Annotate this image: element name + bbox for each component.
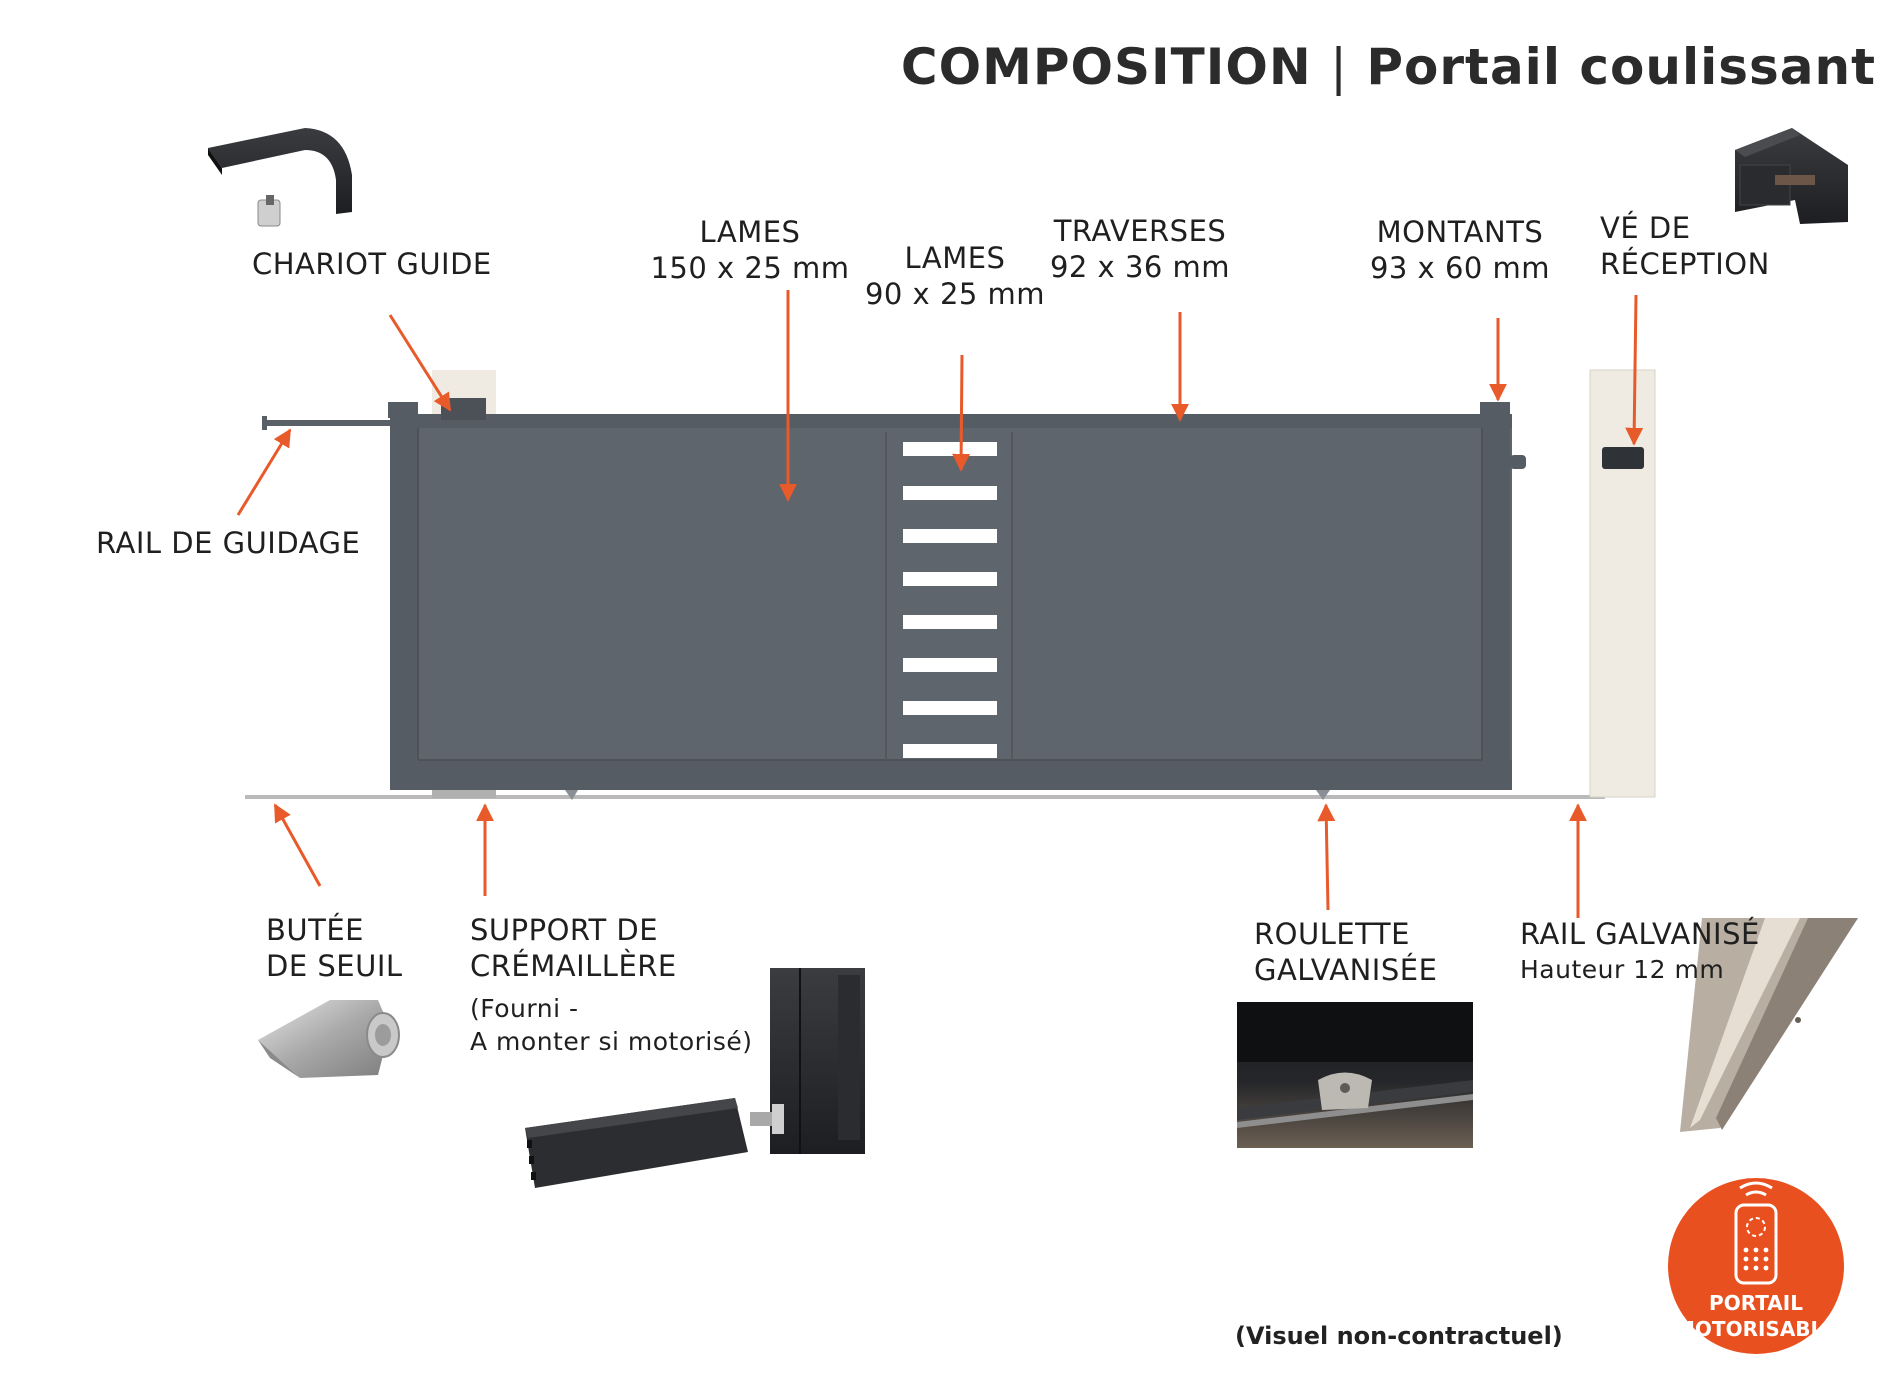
roulette-right (1316, 790, 1330, 800)
butee-icon (258, 1000, 400, 1078)
ve-reception-icon (1735, 128, 1848, 224)
right-pillar (1589, 369, 1656, 798)
roulette-photo-icon (1237, 1002, 1473, 1148)
right-upright (1482, 428, 1510, 790)
callout-arrows (236, 290, 1644, 918)
arrow-butee (273, 803, 322, 887)
arrow-chariot (388, 314, 452, 412)
label-montants: MONTANTS 93 x 60 mm (1360, 214, 1560, 286)
label-lames-150-dim: 150 x 25 mm (650, 251, 850, 285)
arrow-rail-guidage (236, 428, 292, 516)
label-traverses-dim: 92 x 36 mm (1049, 250, 1231, 284)
cremaillere-support-icon (525, 968, 865, 1188)
gate-bottom-traverse (390, 760, 1512, 790)
arrow-roulette (1317, 803, 1336, 911)
arrow-ve-reception (1625, 294, 1644, 446)
label-montants-name: MONTANTS (1376, 215, 1544, 249)
rail-profile-icon (1680, 918, 1858, 1132)
badge-line1: PORTAIL (1709, 1291, 1803, 1315)
gate-top-traverse (390, 414, 1512, 428)
label-traverses: TRAVERSES 92 x 36 mm (1040, 213, 1240, 285)
badge-line2: MOTORISABLE (1675, 1317, 1837, 1341)
left-upright (390, 428, 418, 790)
label-ve-line2: RÉCEPTION (1600, 247, 1770, 281)
label-support-line1: SUPPORT DE (470, 913, 659, 947)
label-traverses-name: TRAVERSES (1053, 214, 1227, 248)
label-butee-line2: DE SEUIL (266, 949, 403, 983)
label-montants-dim: 93 x 60 mm (1369, 251, 1551, 285)
chariot-guide-icon (208, 128, 352, 227)
gate-panel (390, 428, 1512, 790)
label-rail-galvanise: RAIL GALVANISÉ Hauteur 12 mm (1520, 916, 1760, 988)
label-roulette-line2: GALVANISÉE (1254, 953, 1438, 987)
label-lames-150: LAMES 150 x 25 mm (640, 214, 860, 286)
ve-reception-part (1602, 447, 1644, 469)
arrow-lames-90 (952, 354, 971, 472)
label-support-note2: A monter si motorisé) (470, 1027, 753, 1056)
label-chariot-guide: CHARIOT GUIDE (252, 247, 492, 281)
label-butee-seuil: BUTÉE DE SEUIL (266, 912, 403, 984)
label-support-note1: (Fourni - (470, 994, 579, 1023)
label-rail-galvanise-dim: Hauteur 12 mm (1520, 955, 1725, 984)
label-roulette: ROULETTE GALVANISÉE (1254, 916, 1437, 988)
support-block (432, 790, 496, 798)
motorisable-badge (1668, 1178, 1844, 1354)
label-rail-galvanise-name: RAIL GALVANISÉ (1520, 917, 1760, 951)
guide-rail (262, 420, 392, 426)
disclaimer: (Visuel non-contractuel) (1235, 1322, 1563, 1350)
roulette-left (565, 790, 578, 800)
label-lames-90-dim: 90 x 25 mm (864, 277, 1046, 311)
label-ve-reception: VÉ DE RÉCEPTION (1600, 210, 1770, 282)
label-ve-line1: VÉ DE (1600, 211, 1691, 245)
label-rail-guidage: RAIL DE GUIDAGE (96, 526, 361, 560)
label-roulette-line1: ROULETTE (1254, 917, 1410, 951)
label-support-line2: CRÉMAILLÈRE (470, 949, 677, 983)
remote-control-icon (1734, 1203, 1778, 1285)
title-sub: Portail coulissant (1366, 38, 1876, 96)
label-butee-line1: BUTÉE (266, 913, 364, 947)
label-support-note: (Fourni - A monter si motorisé) (470, 992, 753, 1058)
label-lames-90: LAMES 90 x 25 mm (860, 240, 1050, 312)
badge-label: PORTAIL MOTORISABLE (1660, 1290, 1852, 1342)
label-lames-90-name: LAMES (904, 241, 1006, 275)
title-separator: | (1330, 38, 1348, 96)
page-title: COMPOSITION | Portail coulissant (901, 38, 1876, 96)
chariot-guide-part (441, 398, 486, 420)
label-lames-150-name: LAMES (699, 215, 801, 249)
lames-90-slots (903, 442, 997, 758)
label-support-cremaillere: SUPPORT DE CRÉMAILLÈRE (470, 912, 677, 984)
title-main: COMPOSITION (900, 38, 1312, 96)
